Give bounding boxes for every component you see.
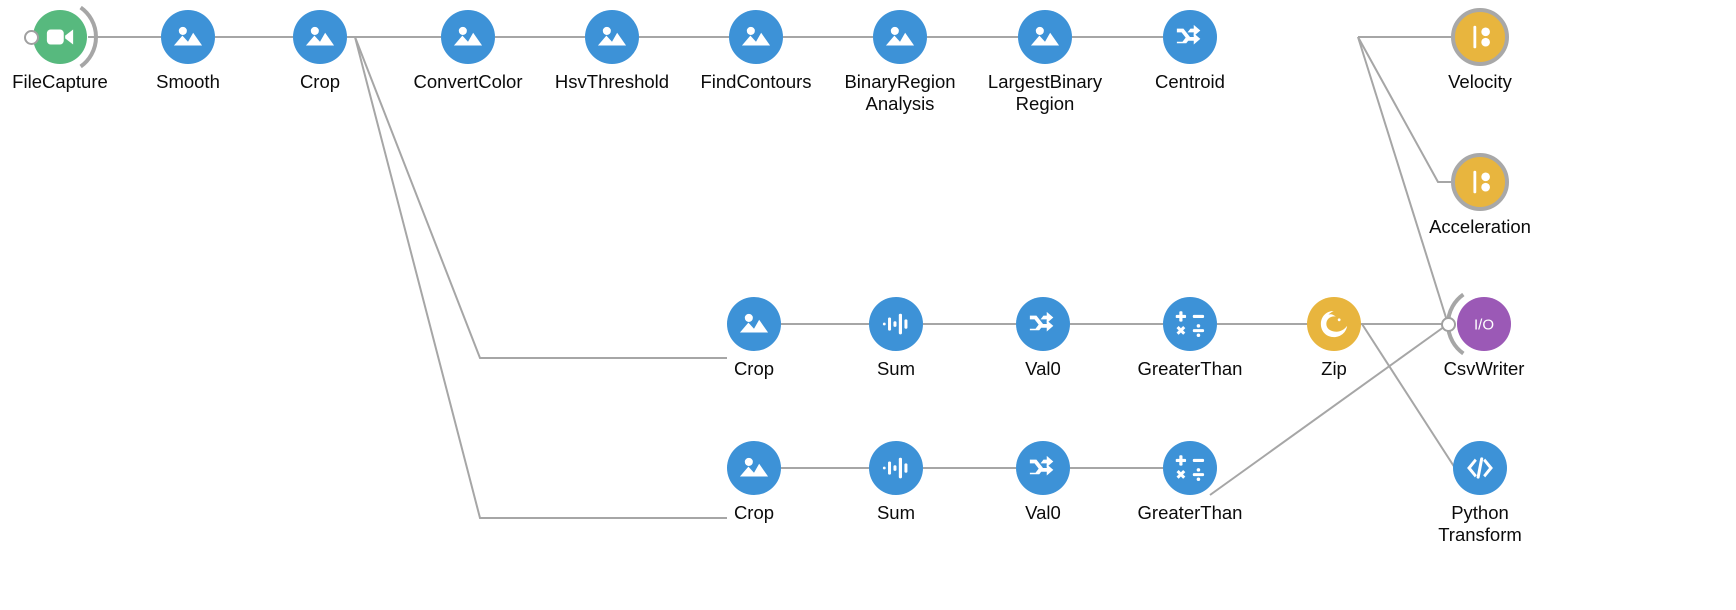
node-disc-val0_3[interactable] [1016, 441, 1070, 495]
node-label-binaryregion: BinaryRegion Analysis [844, 71, 956, 114]
waveform-icon [881, 309, 911, 339]
image-icon [885, 22, 915, 52]
filecapture-input-port[interactable] [23, 29, 39, 45]
node-label-val0_3: Val0 [1025, 502, 1061, 523]
zip-input-port[interactable] [1440, 316, 1456, 332]
edge-zip-to-pythontransform[interactable] [1361, 323, 1456, 469]
image-icon [597, 22, 627, 52]
node-disc-largestbinary[interactable] [1018, 10, 1072, 64]
image-icon [1030, 22, 1060, 52]
node-disc-greaterthan2[interactable] [1163, 297, 1217, 351]
code-icon [1465, 453, 1495, 483]
edge-crop1-to-crop3[interactable] [354, 36, 727, 519]
node-label-smooth: Smooth [156, 71, 220, 92]
image-icon [739, 453, 769, 483]
node-disc-hsvthreshold[interactable] [585, 10, 639, 64]
node-disc-csvwriter[interactable]: I/O [1457, 297, 1511, 351]
image-icon [739, 309, 769, 339]
node-disc-findcontours[interactable] [729, 10, 783, 64]
node-disc-crop2[interactable] [727, 297, 781, 351]
edge-centroid-to-acceleration[interactable] [1357, 36, 1451, 183]
node-disc-convertcolor[interactable] [441, 10, 495, 64]
rx-swirl-icon [1319, 309, 1349, 339]
node-disc-acceleration[interactable] [1451, 153, 1509, 211]
split-dots-icon [1465, 167, 1495, 197]
shuffle-icon [1028, 309, 1058, 339]
node-label-greaterthan3: GreaterThan [1137, 502, 1243, 523]
node-label-hsvthreshold: HsvThreshold [554, 71, 670, 92]
node-label-zip: Zip [1321, 358, 1347, 379]
svg-text:I/O: I/O [1474, 317, 1494, 334]
waveform-icon [881, 453, 911, 483]
node-label-greaterthan2: GreaterThan [1137, 358, 1243, 379]
image-icon [741, 22, 771, 52]
node-disc-greaterthan3[interactable] [1163, 441, 1217, 495]
node-disc-centroid[interactable] [1163, 10, 1217, 64]
node-label-crop3: Crop [733, 502, 775, 523]
node-label-acceleration: Acceleration [1429, 216, 1531, 237]
node-label-pythontransform: Python Transform [1438, 502, 1522, 545]
shuffle-icon [1175, 22, 1205, 52]
image-icon [173, 22, 203, 52]
video-camera-icon [45, 22, 75, 52]
node-label-findcontours: FindContours [700, 71, 812, 92]
node-disc-zip[interactable] [1307, 297, 1361, 351]
node-disc-val0_2[interactable] [1016, 297, 1070, 351]
node-label-csvwriter: CsvWriter [1443, 358, 1525, 379]
shuffle-icon [1028, 453, 1058, 483]
image-icon [453, 22, 483, 52]
node-label-filecapture: FileCapture [12, 71, 108, 92]
node-label-convertcolor: ConvertColor [413, 71, 523, 92]
node-disc-crop3[interactable] [727, 441, 781, 495]
node-label-val0_2: Val0 [1025, 358, 1061, 379]
node-disc-velocity[interactable] [1451, 8, 1509, 66]
node-label-sum3: Sum [876, 502, 916, 523]
node-disc-binaryregion[interactable] [873, 10, 927, 64]
node-label-crop1: Crop [299, 71, 341, 92]
node-label-sum2: Sum [876, 358, 916, 379]
node-disc-crop1[interactable] [293, 10, 347, 64]
node-label-crop2: Crop [733, 358, 775, 379]
node-disc-smooth[interactable] [161, 10, 215, 64]
math-ops-icon [1175, 453, 1205, 483]
node-disc-sum3[interactable] [869, 441, 923, 495]
node-disc-sum2[interactable] [869, 297, 923, 351]
math-ops-icon [1175, 309, 1205, 339]
node-disc-pythontransform[interactable] [1453, 441, 1507, 495]
image-icon [305, 22, 335, 52]
node-label-centroid: Centroid [1155, 71, 1225, 92]
node-label-velocity: Velocity [1448, 71, 1512, 92]
node-disc-filecapture[interactable] [33, 10, 87, 64]
split-dots-icon [1465, 22, 1495, 52]
node-label-largestbinary: LargestBinary Region [987, 71, 1103, 114]
io-icon: I/O [1469, 309, 1499, 339]
